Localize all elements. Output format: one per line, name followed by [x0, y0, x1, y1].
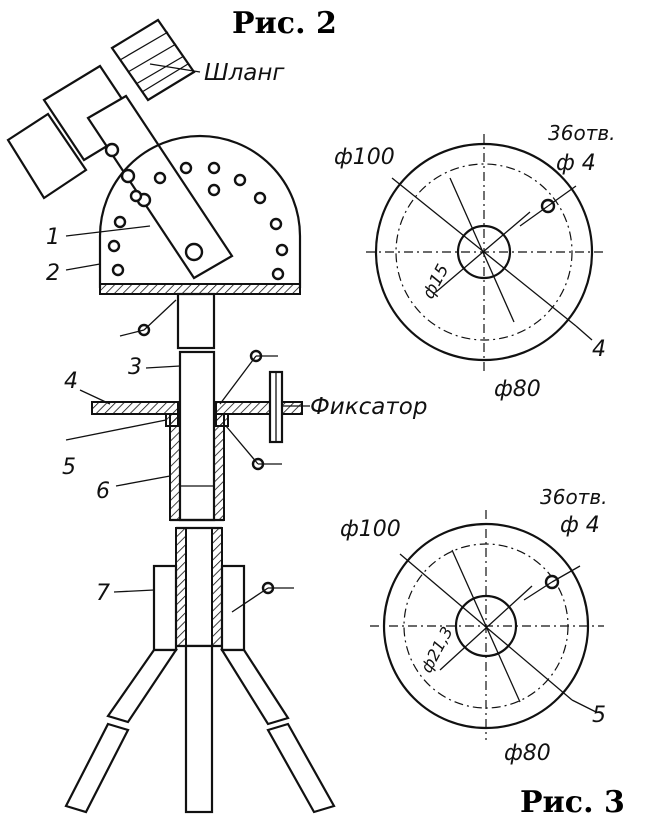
- part-5-label: 5: [62, 455, 76, 480]
- part-6-label: 6: [96, 479, 110, 504]
- part-3-label: 3: [128, 355, 142, 380]
- disk-part-4: [366, 134, 604, 372]
- disk4-outer-dia: ф100: [334, 145, 395, 170]
- part-1-label: 1: [46, 225, 60, 250]
- left-leg-part-7: [64, 564, 179, 814]
- disk5-pitch-dia: ф80: [504, 741, 551, 766]
- disk-part-5: [370, 510, 604, 740]
- flange-disk-part-4-left: [91, 401, 179, 415]
- arm-part-1: [86, 94, 234, 280]
- center-leg: [184, 644, 214, 814]
- disk4-part-no: 4: [592, 337, 606, 362]
- stand-assembly: [6, 18, 336, 814]
- tripod-head-right-wall: [211, 527, 223, 647]
- flange-disk-part-4-right: [215, 401, 303, 415]
- sleeve-part-6-right: [213, 413, 225, 521]
- hose-label: Шланг: [204, 60, 285, 86]
- part-2-label: 2: [46, 261, 60, 286]
- shaft-part-3: [178, 350, 216, 522]
- sleeve-part-6-left: [169, 413, 181, 521]
- tripod-head-left-wall: [175, 527, 187, 647]
- upper-shaft: [176, 292, 216, 350]
- disk4-pitch-dia: ф80: [494, 377, 541, 402]
- disk4-hole-dia: ф 4: [556, 151, 596, 176]
- disk5-hole-dia: ф 4: [560, 513, 600, 538]
- part-4-label: 4: [64, 369, 78, 394]
- hose-fitting: [110, 18, 196, 102]
- part-7-label: 7: [96, 581, 110, 606]
- disk4-holes-count: 36отв.: [548, 121, 615, 145]
- disk5-outer-dia: ф100: [340, 517, 401, 542]
- disk5-holes-count: 36отв.: [540, 485, 607, 509]
- fig3-title: Рис. 3: [520, 785, 625, 820]
- lock-label: Фиксатор: [310, 394, 427, 420]
- right-leg: [220, 564, 336, 814]
- disk5-part-no: 5: [592, 703, 606, 728]
- disk5-inner-dia: ф21,3: [417, 623, 457, 675]
- fig2-title: Рис. 2: [232, 6, 337, 41]
